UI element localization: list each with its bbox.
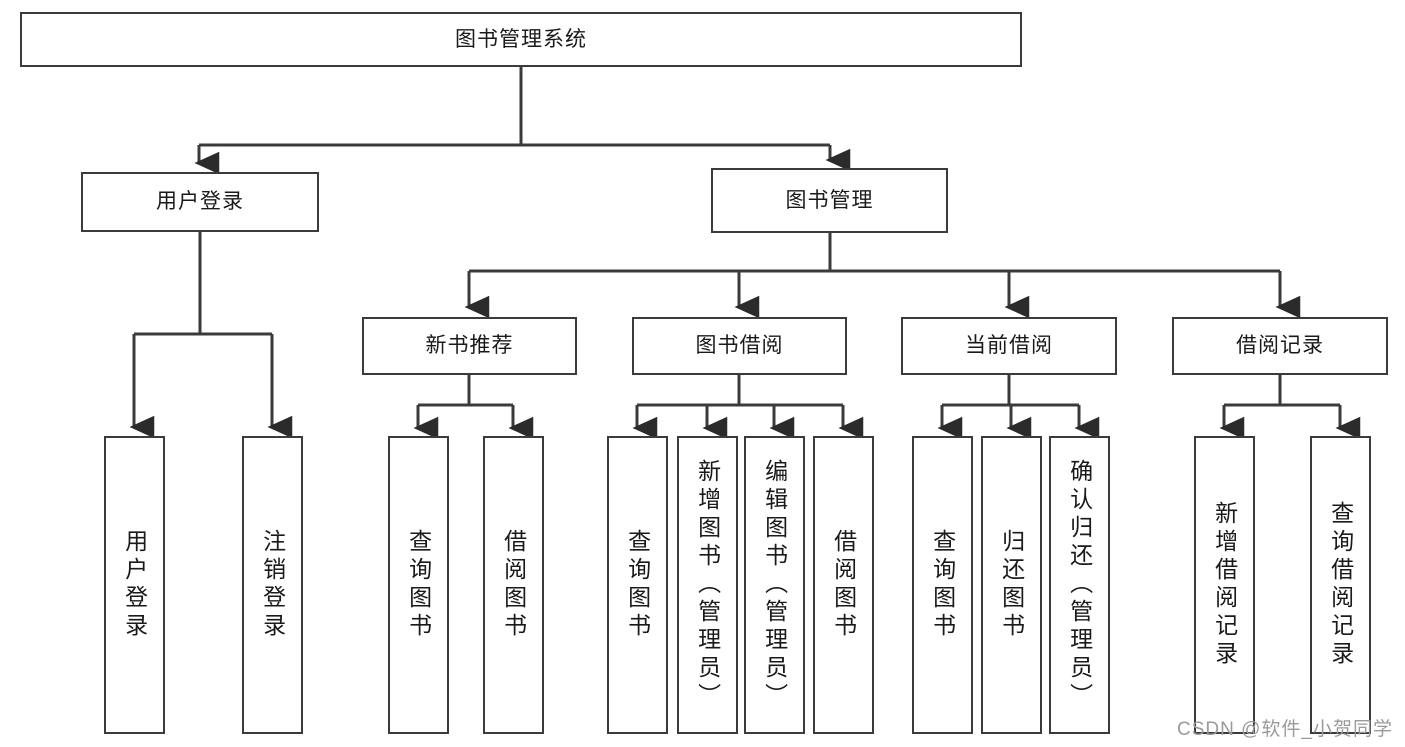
node-borrow-record[interactable]: 借阅记录	[1172, 317, 1388, 375]
node-leaf-user-login[interactable]: 用户登录	[104, 436, 165, 734]
node-book-manage-label: 图书管理	[785, 188, 874, 212]
node-current-borrow-label: 当前借阅	[965, 334, 1053, 358]
node-leaf-query-book-3[interactable]: 查询图书	[912, 436, 973, 734]
node-leaf-add-record-label: 新增借阅记录	[1211, 501, 1238, 669]
node-book-manage[interactable]: 图书管理	[711, 168, 948, 233]
node-user-login-label: 用户登录	[156, 190, 244, 214]
node-leaf-borrow-book-2[interactable]: 借阅图书	[813, 436, 874, 734]
node-leaf-return-book-label: 归还图书	[998, 529, 1025, 641]
node-leaf-query-book-1-label: 查询图书	[405, 529, 432, 641]
node-leaf-logout-login-label: 注销登录	[259, 529, 286, 641]
node-leaf-add-book[interactable]: 新增图书（管理员）	[677, 436, 738, 734]
node-leaf-borrow-book-2-label: 借阅图书	[830, 529, 857, 641]
node-leaf-confirm-return[interactable]: 确认归还（管理员）	[1049, 436, 1110, 734]
node-leaf-edit-book-label: 编辑图书（管理员）	[761, 459, 788, 711]
node-leaf-query-record[interactable]: 查询借阅记录	[1310, 436, 1371, 734]
node-leaf-logout-login[interactable]: 注销登录	[242, 436, 303, 734]
node-leaf-add-record[interactable]: 新增借阅记录	[1194, 436, 1255, 734]
node-leaf-confirm-return-label: 确认归还（管理员）	[1066, 459, 1093, 711]
watermark-text: CSDN @软件_小贺同学	[1177, 719, 1393, 740]
node-leaf-return-book[interactable]: 归还图书	[981, 436, 1042, 734]
node-new-book-recommend-label: 新书推荐	[425, 334, 514, 358]
node-leaf-query-book-2-label: 查询图书	[624, 529, 651, 641]
node-leaf-borrow-book-1-label: 借阅图书	[500, 529, 527, 641]
node-leaf-query-book-1[interactable]: 查询图书	[388, 436, 449, 734]
node-borrow-record-label: 借阅记录	[1236, 334, 1324, 358]
node-new-book-recommend[interactable]: 新书推荐	[362, 317, 577, 375]
node-book-borrow[interactable]: 图书借阅	[632, 317, 847, 375]
node-root-label: 图书管理系统	[455, 27, 587, 51]
node-leaf-query-book-3-label: 查询图书	[929, 529, 956, 641]
node-leaf-add-book-label: 新增图书（管理员）	[694, 459, 721, 711]
node-leaf-query-record-label: 查询借阅记录	[1327, 501, 1354, 669]
node-leaf-query-book-2[interactable]: 查询图书	[607, 436, 668, 734]
node-user-login[interactable]: 用户登录	[81, 172, 319, 232]
node-root[interactable]: 图书管理系统	[20, 12, 1022, 67]
node-leaf-borrow-book-1[interactable]: 借阅图书	[483, 436, 544, 734]
node-current-borrow[interactable]: 当前借阅	[901, 317, 1117, 375]
node-leaf-edit-book[interactable]: 编辑图书（管理员）	[744, 436, 805, 734]
node-book-borrow-label: 图书借阅	[695, 334, 784, 358]
node-leaf-user-login-label: 用户登录	[121, 529, 148, 641]
